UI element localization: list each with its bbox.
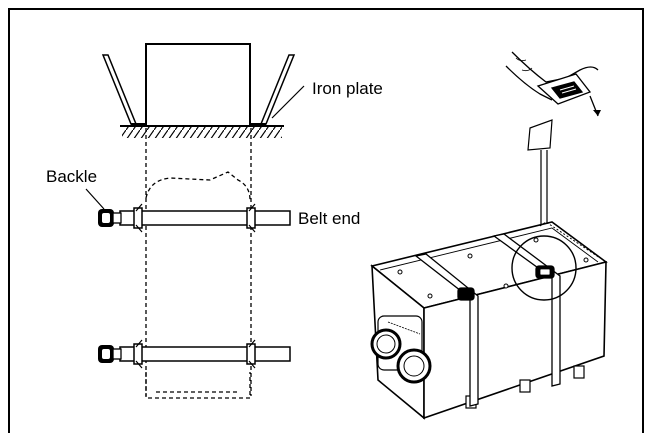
- detail-circle: [511, 235, 577, 301]
- diagram-frame: [8, 8, 644, 433]
- backle-leader: [85, 188, 105, 210]
- iron-plate-assembly: [101, 43, 305, 138]
- iron-plate-right: [259, 54, 296, 125]
- label-iron-plate: Iron plate: [312, 79, 383, 98]
- label-belt-end: Belt end: [298, 209, 360, 228]
- floor-hatch: [122, 126, 282, 138]
- label-backle: Backle: [46, 167, 97, 186]
- hand-tightening-belt: [505, 51, 601, 117]
- unit-belts: [414, 233, 561, 407]
- unit-dashed-outline: [145, 128, 252, 399]
- unit-top-view: [145, 43, 251, 127]
- iron-plate-leader: [271, 85, 305, 119]
- belt-strap-detail: [527, 119, 553, 226]
- belt-upper: [85, 188, 291, 233]
- belt-lower: [98, 339, 291, 369]
- iron-plate-left: [101, 54, 138, 125]
